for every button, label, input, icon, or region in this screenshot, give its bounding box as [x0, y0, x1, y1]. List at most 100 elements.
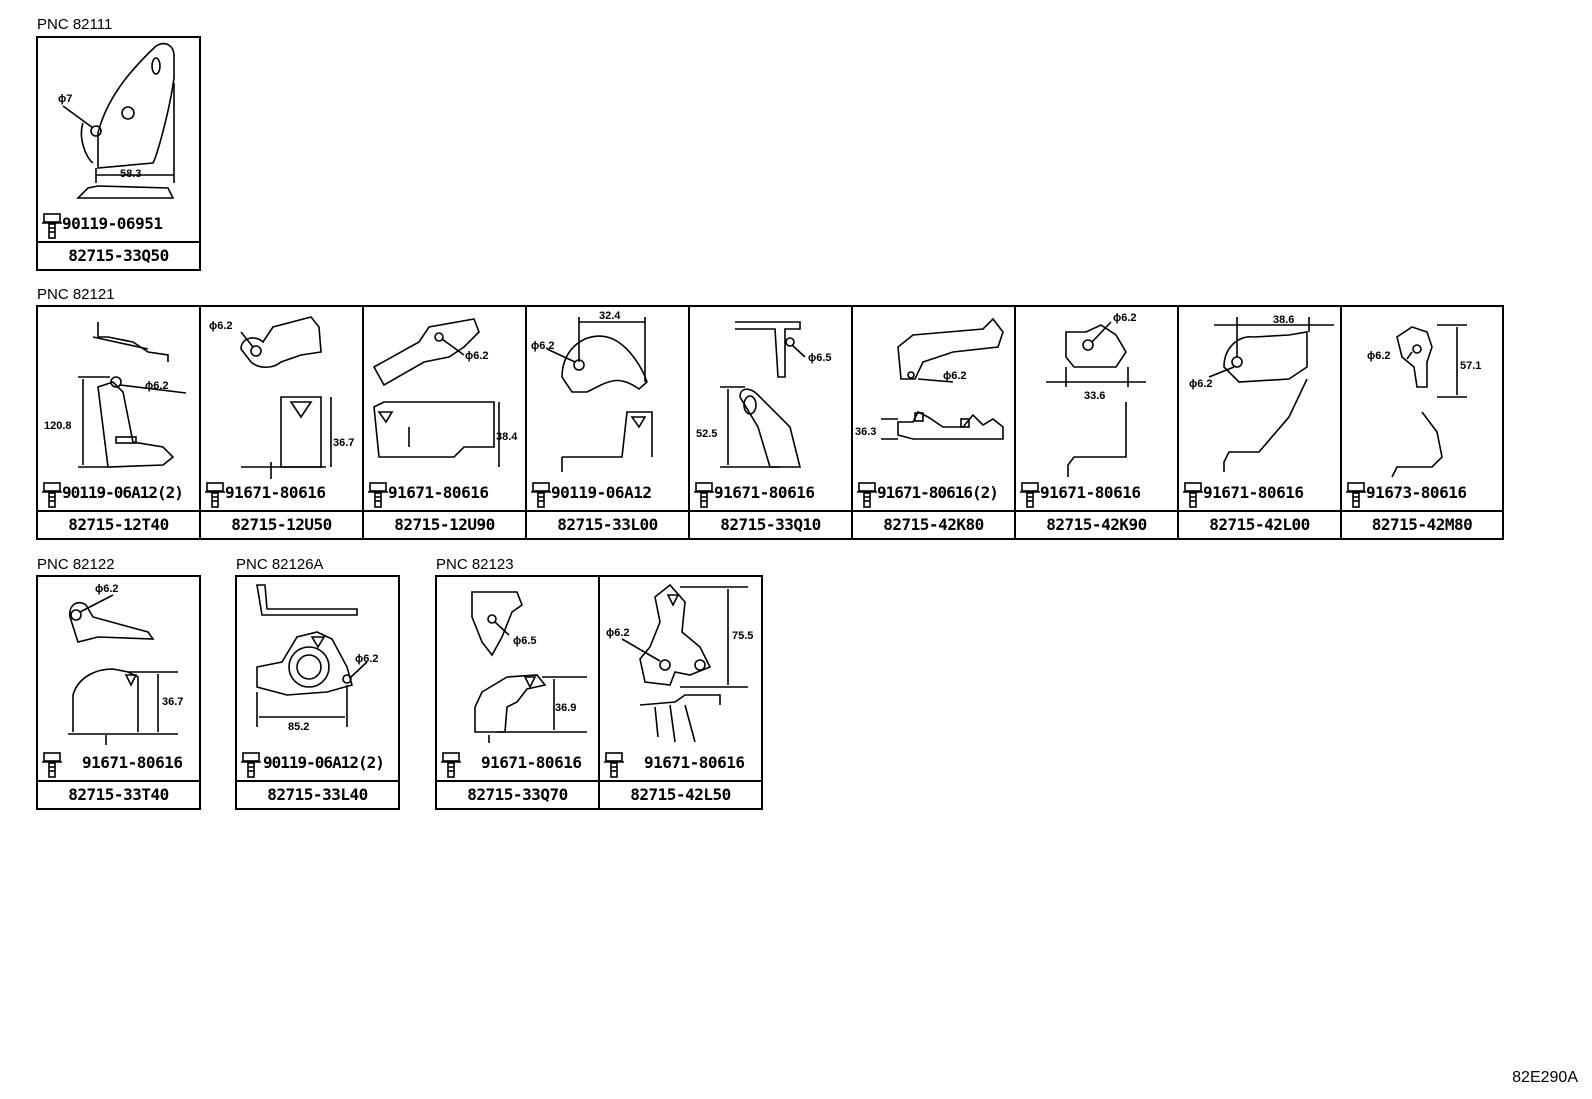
group-frame-82122: ϕ6.2 36.7 91671-80616 82715-33T40	[36, 575, 201, 810]
bolt-part-number[interactable]: 91671-80616(2)	[877, 483, 999, 502]
bracket-illustration: ϕ6.2 57.1	[1367, 324, 1481, 478]
part-cell-82715-33Q10[interactable]: ϕ6.5 52.5 91671-80616 82715-33Q10	[690, 307, 853, 538]
bracket-illustration: ϕ6.2 75.5	[606, 583, 753, 743]
bolt-part-number[interactable]: 91671-80616	[1203, 483, 1304, 502]
bolt-row: 91671-80616	[364, 479, 525, 509]
bracket-illustration: ϕ6.5 36.9	[471, 591, 587, 743]
group-label-82111: PNC 82111	[37, 16, 113, 33]
group-label-82122: PNC 82122	[37, 556, 115, 573]
height-dimension-label: 36.7	[333, 437, 354, 449]
part-cell-82715-33L40[interactable]: ϕ6.2 85.2 90119-06A12(2) 82715-33L40	[237, 577, 398, 808]
bolt-part-number[interactable]: 91671-80616	[82, 753, 183, 772]
part-number[interactable]: 82715-33Q10	[690, 510, 851, 538]
bolt-row: 91671-80616(2)	[853, 479, 1014, 509]
width-dimension-label: 58.3	[120, 168, 141, 180]
hole-diameter-label: ϕ7	[58, 93, 72, 105]
hole-diameter-label: ϕ6.2	[1113, 312, 1137, 324]
bolt-icon	[1183, 482, 1203, 508]
bracket-illustration: ϕ7 58.3	[58, 42, 175, 199]
part-number[interactable]: 82715-42K90	[1016, 510, 1177, 538]
bolt-icon	[42, 213, 62, 239]
bracket-illustration: 120.8 ϕ6.2	[44, 322, 187, 468]
hole-diameter-label: ϕ6.2	[209, 320, 233, 332]
bracket-illustration: ϕ6.5 52.5	[696, 321, 832, 468]
group-label-82123: PNC 82123	[436, 556, 514, 573]
part-cell-82715-33Q50[interactable]: ϕ7 58.3 90119-06951 82715-33Q50	[38, 38, 199, 269]
part-number[interactable]: 82715-42K80	[853, 510, 1014, 538]
part-cell-82715-42M80[interactable]: ϕ6.2 57.1 91673-80616 82715-42M80	[1342, 307, 1502, 538]
bolt-icon	[1020, 482, 1040, 508]
bolt-row: 90119-06A12(2)	[237, 749, 398, 779]
bolt-icon	[1346, 482, 1366, 508]
bracket-illustration: ϕ6.2 85.2	[256, 584, 379, 733]
part-number[interactable]: 82715-12U50	[201, 510, 362, 538]
bolt-part-number[interactable]: 91671-80616	[225, 483, 326, 502]
height-dimension-label: 38.4	[496, 431, 518, 443]
bolt-part-number[interactable]: 91671-80616	[644, 753, 745, 772]
group-frame-82123: ϕ6.5 36.9 91671-80616 82715-33Q70 ϕ6.2 7…	[435, 575, 763, 810]
part-cell-82715-12U50[interactable]: ϕ6.2 36.7 91671-80616 82715-12U50	[201, 307, 364, 538]
part-number[interactable]: 82715-33L40	[237, 780, 398, 808]
bracket-illustration: ϕ6.2 36.7	[209, 316, 354, 479]
bolt-part-number[interactable]: 91673-80616	[1366, 483, 1467, 502]
group-frame-82121: 120.8 ϕ6.2 90119-06A12(2) 82715-12T40 ϕ6…	[36, 305, 1504, 540]
bolt-part-number[interactable]: 90119-06A12	[551, 483, 652, 502]
part-number[interactable]: 82715-33T40	[38, 780, 199, 808]
part-cell-82715-33L00[interactable]: 32.4 ϕ6.2 90119-06A12 82715-33L00	[527, 307, 690, 538]
bolt-row: 91671-80616	[600, 749, 761, 779]
group-label-82121: PNC 82121	[37, 286, 115, 303]
bracket-illustration: 32.4 ϕ6.2	[531, 310, 653, 472]
height-dimension-label: 120.8	[44, 420, 72, 432]
bolt-part-number[interactable]: 91671-80616	[714, 483, 815, 502]
part-number[interactable]: 82715-42M80	[1342, 510, 1502, 538]
bolt-row: 91673-80616	[1342, 479, 1502, 509]
part-number[interactable]: 82715-33Q70	[437, 780, 598, 808]
bolt-part-number[interactable]: 90119-06A12(2)	[62, 483, 184, 502]
bracket-illustration: ϕ6.2 36.3	[855, 317, 1004, 440]
width-dimension-label: 85.2	[288, 721, 309, 733]
hole-diameter-label: ϕ6.2	[606, 627, 630, 639]
bolt-row: 91671-80616	[38, 749, 199, 779]
height-dimension-label: 52.5	[696, 428, 717, 440]
bolt-icon	[857, 482, 877, 508]
part-cell-82715-33T40[interactable]: ϕ6.2 36.7 91671-80616 82715-33T40	[38, 577, 199, 808]
bolt-part-number[interactable]: 91671-80616	[388, 483, 489, 502]
part-cell-82715-42L50[interactable]: ϕ6.2 75.5 91671-80616 82715-42L50	[600, 577, 761, 808]
part-number[interactable]: 82715-12T40	[38, 510, 199, 538]
hole-diameter-label: ϕ6.2	[145, 380, 169, 392]
part-cell-82715-33Q70[interactable]: ϕ6.5 36.9 91671-80616 82715-33Q70	[437, 577, 600, 808]
bolt-row: 90119-06951	[38, 210, 199, 240]
part-cell-82715-42K80[interactable]: ϕ6.2 36.3 91671-80616(2) 82715-42K80	[853, 307, 1016, 538]
height-dimension-label: 75.5	[732, 630, 753, 642]
bolt-icon	[368, 482, 388, 508]
part-cell-82715-42K90[interactable]: ϕ6.2 33.6 91671-80616 82715-42K90	[1016, 307, 1179, 538]
part-number[interactable]: 82715-42L00	[1179, 510, 1340, 538]
height-dimension-label: 36.7	[162, 696, 183, 708]
part-cell-82715-12U90[interactable]: ϕ6.2 38.4 91671-80616 82715-12U90	[364, 307, 527, 538]
bolt-icon	[205, 482, 225, 508]
bolt-part-number[interactable]: 90119-06A12(2)	[263, 753, 385, 772]
part-cell-82715-12T40[interactable]: 120.8 ϕ6.2 90119-06A12(2) 82715-12T40	[38, 307, 201, 538]
bracket-illustration: ϕ6.2 36.7	[68, 583, 183, 745]
hole-diameter-label: ϕ6.2	[1189, 378, 1213, 390]
hole-diameter-label: ϕ6.2	[531, 340, 555, 352]
group-frame-82111: ϕ7 58.3 90119-06951 82715-33Q50	[36, 36, 201, 271]
group-label-82126A: PNC 82126A	[236, 556, 324, 573]
part-cell-82715-42L00[interactable]: 38.6 ϕ6.2 91671-80616 82715-42L00	[1179, 307, 1342, 538]
bolt-row: 91671-80616	[1179, 479, 1340, 509]
part-number[interactable]: 82715-33L00	[527, 510, 688, 538]
bolt-icon	[42, 752, 62, 778]
bolt-part-number[interactable]: 91671-80616	[1040, 483, 1141, 502]
height-dimension-label: 57.1	[1460, 360, 1481, 372]
part-number[interactable]: 82715-33Q50	[38, 241, 199, 269]
part-number[interactable]: 82715-42L50	[600, 780, 761, 808]
hole-diameter-label: ϕ6.2	[355, 653, 379, 665]
bolt-icon	[441, 752, 461, 778]
hole-diameter-label: ϕ6.5	[513, 635, 537, 647]
width-dimension-label: 33.6	[1084, 390, 1105, 402]
part-number[interactable]: 82715-12U90	[364, 510, 525, 538]
bolt-part-number[interactable]: 90119-06951	[62, 214, 163, 233]
bracket-illustration: 38.6 ϕ6.2	[1189, 314, 1334, 472]
bolt-part-number[interactable]: 91671-80616	[481, 753, 582, 772]
width-dimension-label: 32.4	[599, 310, 621, 322]
